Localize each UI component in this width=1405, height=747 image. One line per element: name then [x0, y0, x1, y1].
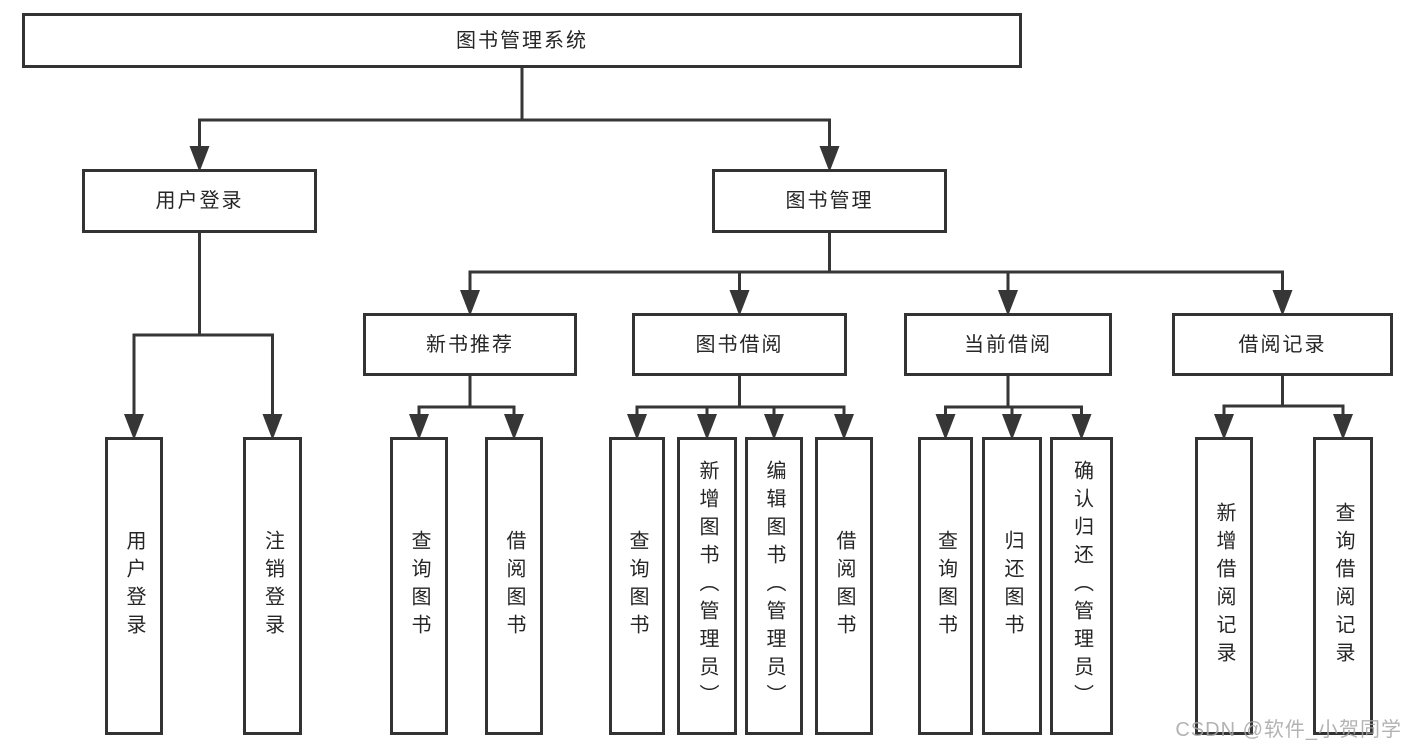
- node-label: 用户登录: [155, 190, 244, 212]
- node-label: 归还图书: [1001, 530, 1023, 642]
- node-label: 图书借阅: [695, 333, 784, 356]
- node-borrow-books-2: 借阅图书: [815, 437, 873, 735]
- node-query-books-1: 查询图书: [390, 437, 448, 735]
- node-label: 图书管理: [785, 190, 874, 212]
- node-confirm-return-admin: 确认归还（管理员）: [1050, 437, 1113, 735]
- arrowhead-icon: [1272, 290, 1293, 316]
- arrowhead-icon: [935, 414, 956, 440]
- node-logout: 注销登录: [243, 437, 302, 735]
- node-label: 新增借阅记录: [1213, 502, 1235, 670]
- node-label: 编辑图书（管理员）: [763, 460, 785, 712]
- arrowhead-icon: [1002, 414, 1022, 440]
- node-add-books-admin: 新增图书（管理员）: [677, 437, 737, 735]
- node-new-book-recommendation: 新书推荐: [363, 313, 577, 376]
- arrowhead-icon: [262, 414, 283, 440]
- node-label: 查询图书: [408, 530, 430, 642]
- node-user-login-action: 用户登录: [105, 437, 163, 735]
- node-borrowing-records: 借阅记录: [1172, 313, 1393, 376]
- node-book-management: 图书管理: [712, 169, 947, 233]
- node-label: 借阅记录: [1238, 333, 1327, 356]
- arrowhead-icon: [1071, 414, 1092, 440]
- arrowhead-icon: [409, 414, 429, 440]
- node-label: 查询图书: [934, 530, 957, 642]
- arrowhead-icon: [764, 414, 784, 440]
- node-label: 新书推荐: [426, 333, 514, 356]
- arrowhead-icon: [627, 414, 647, 440]
- node-current-borrowing: 当前借阅: [904, 313, 1112, 376]
- arrowhead-icon: [189, 146, 210, 172]
- node-label: 查询图书: [626, 530, 648, 642]
- node-query-books-3: 查询图书: [918, 437, 973, 735]
- arrowhead-icon: [460, 290, 480, 316]
- node-library-management-system: 图书管理系统: [22, 13, 1022, 68]
- arrowhead-icon: [504, 414, 524, 440]
- node-query-books-2: 查询图书: [609, 437, 665, 735]
- node-label: 新增图书（管理员）: [696, 460, 718, 712]
- node-return-books: 归还图书: [982, 437, 1042, 735]
- node-label: 借阅图书: [503, 530, 525, 642]
- arrowhead-icon: [1214, 414, 1234, 440]
- node-edit-books-admin: 编辑图书（管理员）: [745, 437, 803, 735]
- node-add-borrow-record: 新增借阅记录: [1195, 437, 1253, 735]
- arrowhead-icon: [729, 290, 750, 316]
- node-book-borrowing: 图书借阅: [632, 313, 847, 376]
- arrowhead-icon: [1333, 414, 1353, 440]
- node-borrow-books-1: 借阅图书: [485, 437, 543, 735]
- watermark: CSDN @软件_小贺同学: [1175, 719, 1402, 741]
- arrowhead-icon: [834, 414, 854, 440]
- node-user-login: 用户登录: [82, 169, 317, 233]
- node-query-borrow-record: 查询借阅记录: [1313, 437, 1373, 735]
- arrowhead-icon: [819, 146, 840, 172]
- node-label: 确认归还（管理员）: [1070, 460, 1093, 712]
- node-label: 当前借阅: [964, 333, 1052, 356]
- node-label: 借阅图书: [833, 530, 855, 642]
- arrowhead-icon: [697, 414, 717, 440]
- node-label: 查询借阅记录: [1332, 502, 1354, 670]
- node-label: 注销登录: [261, 530, 284, 642]
- node-label: 图书管理系统: [456, 29, 588, 52]
- arrowhead-icon: [124, 414, 144, 440]
- node-label: 用户登录: [123, 530, 145, 642]
- arrowhead-icon: [998, 290, 1018, 316]
